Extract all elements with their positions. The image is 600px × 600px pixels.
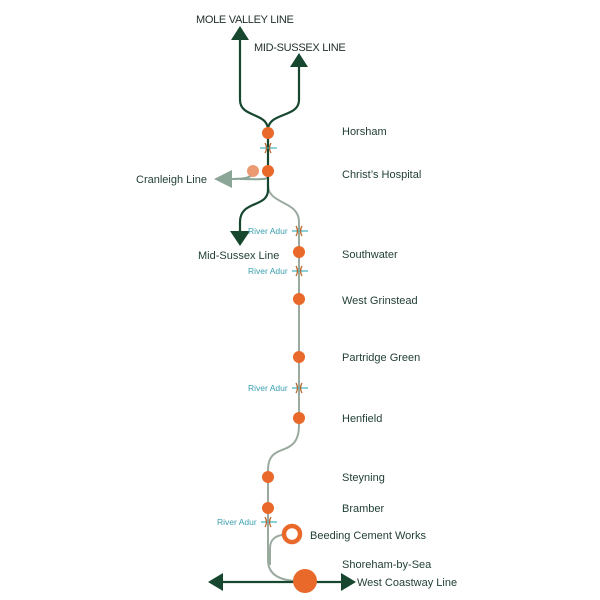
cranleigh-arrow-icon [214, 170, 232, 188]
mid-sussex-top-label: MID-SUSSEX LINE [254, 42, 345, 54]
station-label: Horsham [342, 126, 387, 138]
river-label: River Adur [248, 226, 288, 236]
station-label: Bramber [342, 503, 385, 515]
station-bramber-dot[interactable] [262, 502, 274, 514]
bridge-icon [260, 142, 277, 154]
beeding-spur [269, 534, 285, 565]
station-partridge-green-dot[interactable] [293, 351, 305, 363]
mid-sussex-bottom-arrow-icon [230, 231, 250, 246]
mole-valley-label: MOLE VALLEY LINE [196, 14, 294, 26]
station-label: Beeding Cement Works [310, 530, 426, 542]
station-west-grinstead-dot[interactable] [293, 293, 305, 305]
mole-valley-track [238, 38, 270, 131]
bridge-icon [261, 516, 277, 528]
station-henfield-dot[interactable] [293, 412, 305, 424]
bridge-icon [292, 265, 308, 277]
west-coastway-label: West Coastway Line [357, 577, 457, 589]
branch-line [267, 184, 301, 582]
station-label: Steyning [342, 472, 385, 484]
river-label: River Adur [248, 383, 288, 393]
mid-sussex-top-track [266, 64, 301, 131]
mole-valley-arrow-icon [231, 26, 249, 40]
station-label: Henfield [342, 413, 382, 425]
mid-sussex-bottom-label: Mid-Sussex Line [198, 250, 279, 262]
station-label: Christ’s Hospital [342, 169, 421, 181]
station-label: West Grinstead [342, 295, 418, 307]
mid-sussex-top-arrow-icon [290, 53, 308, 67]
bridge-icon [292, 382, 308, 394]
station-label: Partridge Green [342, 352, 420, 364]
east-arrow-icon [341, 573, 356, 591]
bridge-icon [292, 225, 308, 237]
station-steyning-dot[interactable] [262, 471, 274, 483]
station-label: Shoreham-by-Sea [342, 559, 432, 571]
cranleigh-label: Cranleigh Line [136, 174, 207, 186]
station-cranleigh-junction-dot [247, 165, 259, 177]
west-arrow-icon [208, 573, 223, 591]
main-track [238, 130, 270, 235]
station-southwater-dot[interactable] [293, 246, 305, 258]
river-label: River Adur [217, 517, 257, 527]
station-christs-hospital-dot[interactable] [262, 165, 274, 177]
river-label: River Adur [248, 266, 288, 276]
station-beeding-ring[interactable] [281, 523, 303, 545]
station-horsham-dot[interactable] [262, 127, 274, 139]
station-shoreham-dot[interactable] [293, 569, 317, 593]
station-label: Southwater [342, 249, 398, 261]
